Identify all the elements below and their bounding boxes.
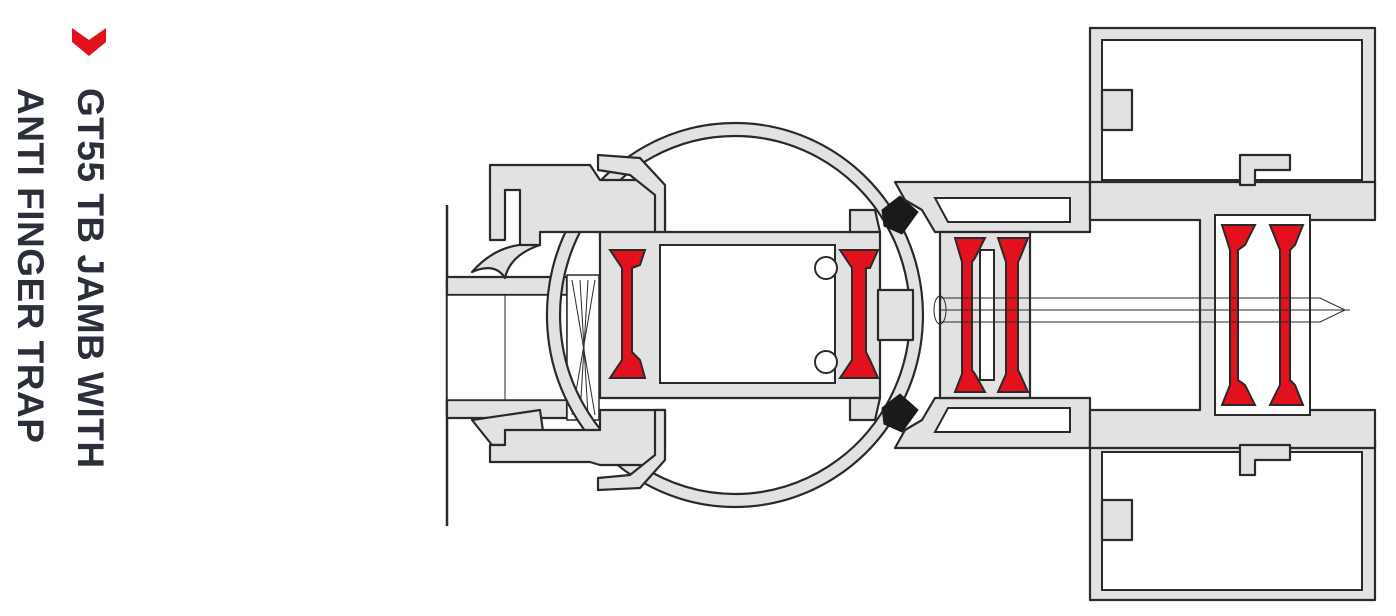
black-gasket-top bbox=[881, 195, 919, 235]
screw-port-bottom bbox=[814, 350, 838, 374]
screw-port-top bbox=[814, 256, 838, 280]
thermal-break-middle bbox=[953, 237, 1030, 393]
central-chamber bbox=[598, 208, 915, 422]
black-gasket-bottom bbox=[881, 393, 919, 433]
right-sash-frame bbox=[893, 180, 1092, 450]
chevron-down-icon bbox=[72, 28, 106, 56]
fixing-screw bbox=[933, 295, 1350, 325]
left-sash-frame bbox=[488, 153, 667, 492]
glazing-gasket-top bbox=[470, 243, 542, 280]
glazing-unit bbox=[445, 274, 600, 421]
title-block: GT55 TB JAMB WITH ANTI FINGER TRAP bbox=[0, 0, 140, 616]
thermal-break-left bbox=[608, 249, 880, 379]
thermal-break-right bbox=[1220, 224, 1305, 406]
